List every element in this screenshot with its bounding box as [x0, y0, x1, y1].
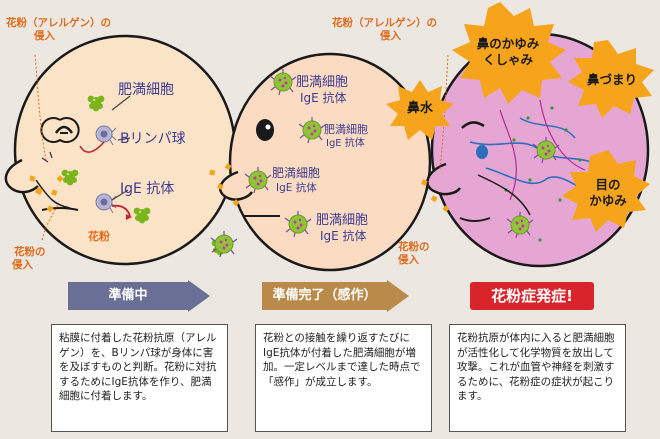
burst-runny-nose [386, 80, 454, 140]
stage3-description: 花粉抗原が体内に入ると肥満細胞が活性化して化学物質を放出して攻撃。これが血管や神… [449, 324, 626, 432]
stage2-arrow [387, 280, 409, 312]
itchy-eyes-label: 目のかゆみ [589, 177, 627, 208]
face-1 [4, 34, 237, 266]
face1-mast-cell-label: 肥満細胞 [118, 82, 174, 98]
face2-cell2-ige: IgE 抗体 [326, 136, 365, 149]
face2-cell3-ige: IgE 抗体 [276, 181, 317, 194]
face1-pollen-top-line2: 侵入 [33, 29, 55, 42]
stage1-arrow [188, 280, 210, 312]
burst-sneeze [452, 2, 566, 104]
face1-pollen-top-label: 花粉（アレルゲン）の侵入 [6, 16, 111, 42]
stage3-label: 花粉症発症! [470, 282, 594, 310]
face2-cell2-name: 肥満細胞 [324, 123, 368, 136]
face3-pollen-bottom-line1: 花粉の [398, 240, 430, 253]
face3-pollen-bottom-label: 花粉の侵入 [397, 240, 430, 266]
stuffy-nose-label: 鼻づまり [587, 72, 637, 87]
face1-pollen-bottom-line1: 花粉の [14, 245, 46, 258]
face2-cell4-name: 肥満細胞 [316, 213, 368, 228]
face1-pollen-bottom-label: 花粉の侵入 [11, 245, 46, 271]
face3-pollen-top-line2: 侵入 [379, 29, 401, 42]
burst-itchy-eyes [562, 150, 650, 232]
sneeze-label: 鼻のかゆみくしゃみ [477, 36, 540, 67]
face2-cell4-ige: IgE 抗体 [320, 228, 367, 243]
stage1-description: 粘膜に付着した花粉抗原（アレルゲン）を、Bリンパ球が身体に害を及ぼすものと判断。… [51, 324, 228, 432]
stage2-description: 花粉との接触を繰り返すたびにIgE抗体が付着した肥満細胞が増加。一定レベルまで達… [255, 324, 432, 432]
face3-pollen-top-label: 花粉（アレルゲン）の侵入 [332, 16, 437, 42]
burst-stuffy-nose [568, 40, 654, 118]
face1-pollen-top-line1: 花粉（アレルゲン）の [6, 16, 111, 29]
stage2-label: 準備完了（感作） [262, 282, 387, 310]
face1-b-cell-label: Bリンパ球 [120, 131, 186, 147]
face3-pollen-top-line1: 花粉（アレルゲン）の [332, 16, 437, 29]
stage1-label: 準備中 [68, 282, 188, 310]
face2-cell1-ige: IgE 抗体 [300, 90, 347, 105]
face3-pollen-bottom-line2: 侵入 [397, 253, 419, 266]
face2-cell1-name: 肥満細胞 [296, 75, 348, 90]
itchy-eyes-line1: 目の [595, 177, 620, 192]
face1-ige-label: IgE 抗体 [120, 181, 174, 197]
runny-nose-label: 鼻水 [407, 100, 434, 116]
itchy-eyes-line2: かゆみ [589, 193, 627, 208]
faces-illustration: 花粉（アレルゲン）の侵入 肥満細胞 Bリンパ球 IgE 抗体 花粉 花粉の侵入 … [4, 2, 654, 272]
sneeze-line2: くしゃみ [483, 52, 534, 67]
face2-cell3-name: 肥満細胞 [272, 166, 320, 180]
face1-pollen-label: 花粉 [88, 229, 110, 243]
sneeze-line1: 鼻のかゆみ [477, 36, 540, 51]
face-2 [209, 52, 432, 272]
face1-pollen-bottom-line2: 侵入 [11, 258, 33, 271]
